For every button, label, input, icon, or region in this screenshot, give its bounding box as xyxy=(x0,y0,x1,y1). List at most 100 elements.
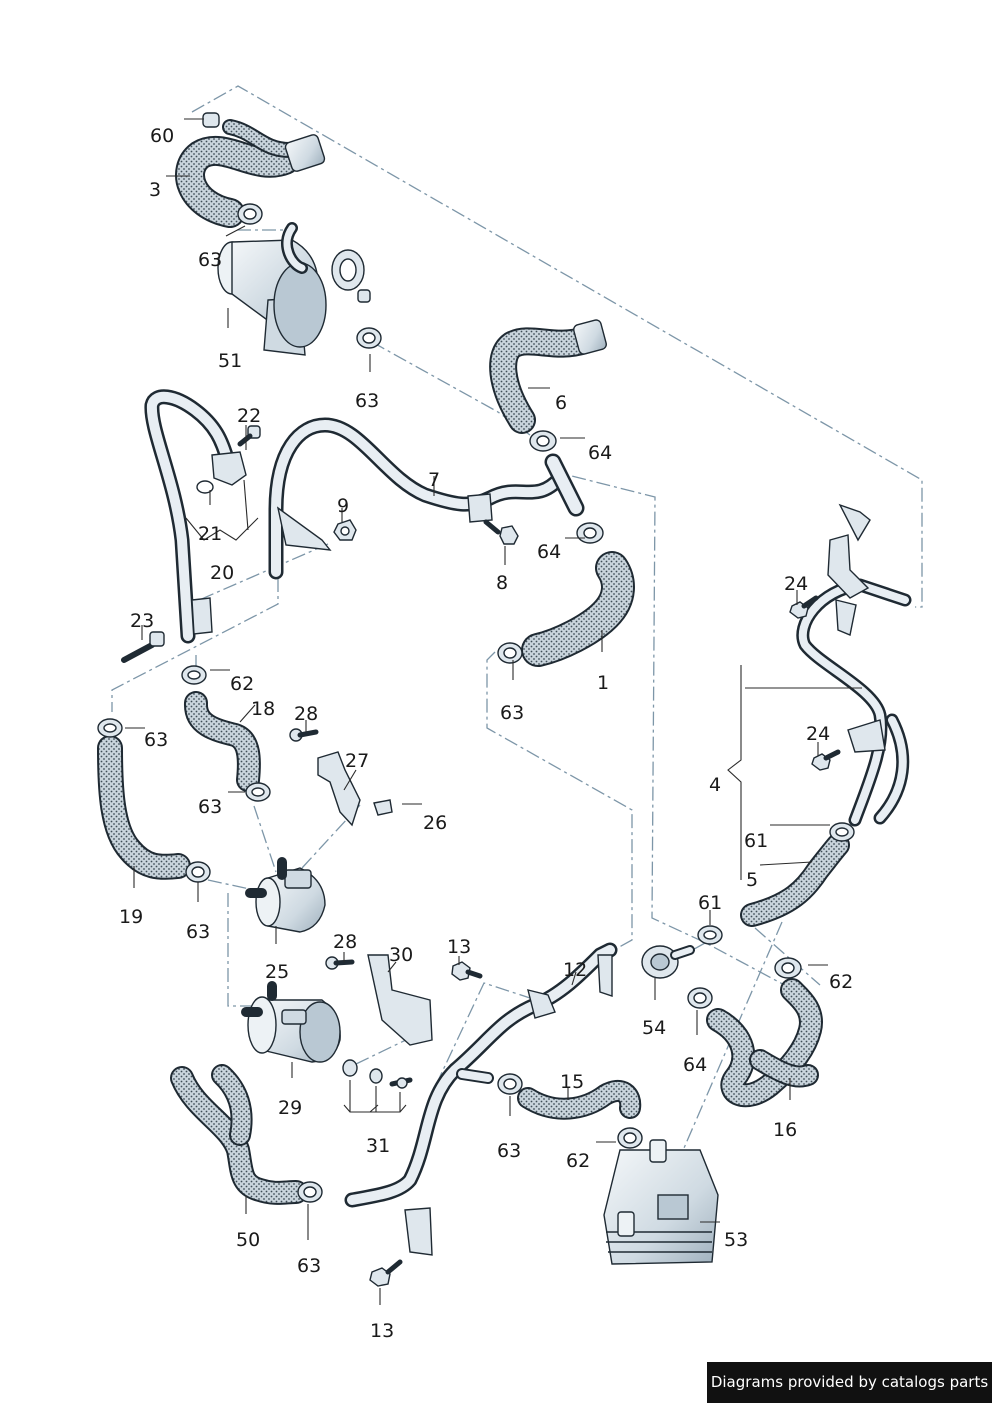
callout-labels: 60 3 63 51 63 6 64 22 7 9 21 20 8 64 23 … xyxy=(119,125,853,1342)
clamp-63-valve[interactable] xyxy=(356,327,382,349)
bolt-24-lower[interactable] xyxy=(811,749,841,771)
bolt-13-lower[interactable] xyxy=(369,1259,403,1287)
bolt-8[interactable] xyxy=(483,519,519,545)
hose-15[interactable] xyxy=(517,1080,642,1120)
callout-24: 24 xyxy=(784,573,808,595)
bolt-28-upper[interactable] xyxy=(289,728,319,742)
clamp-63-hose1[interactable] xyxy=(497,642,523,664)
callout-63: 63 xyxy=(198,249,222,271)
callout-30: 30 xyxy=(389,944,413,966)
callout-15: 15 xyxy=(560,1071,584,1093)
callout-63: 63 xyxy=(144,729,168,751)
callout-9: 9 xyxy=(337,495,349,517)
callout-20: 20 xyxy=(210,562,234,584)
bolt-22[interactable] xyxy=(237,425,261,447)
clamp-61-lower[interactable] xyxy=(697,925,723,945)
callout-64: 64 xyxy=(588,442,612,464)
clamp-60[interactable] xyxy=(202,112,220,128)
clamp-63-hose15[interactable] xyxy=(497,1073,523,1095)
clamp-64-upper[interactable] xyxy=(529,430,557,452)
callout-51: 51 xyxy=(218,350,242,372)
connector-54[interactable] xyxy=(641,945,695,979)
clamp-62-hose16[interactable] xyxy=(774,957,802,979)
clamp-62-cooler[interactable] xyxy=(617,1127,643,1149)
coolant-valve-51[interactable] xyxy=(217,222,371,356)
callout-50: 50 xyxy=(236,1229,260,1251)
callout-61: 61 xyxy=(698,892,722,914)
hose-50[interactable] xyxy=(170,1064,308,1205)
fastener-set-31[interactable] xyxy=(342,1059,413,1089)
pipe-7[interactable] xyxy=(268,417,585,580)
hose-3[interactable] xyxy=(175,119,326,228)
callout-31: 31 xyxy=(366,1135,390,1157)
nut-9[interactable] xyxy=(333,519,357,541)
clamp-63-hose19-top[interactable] xyxy=(97,718,123,738)
callout-64: 64 xyxy=(683,1054,707,1076)
pipe-20[interactable] xyxy=(144,389,247,644)
callout-61: 61 xyxy=(744,830,768,852)
callout-13: 13 xyxy=(370,1320,394,1342)
hose-5[interactable] xyxy=(740,833,850,927)
callout-63: 63 xyxy=(497,1140,521,1162)
callout-64: 64 xyxy=(537,541,561,563)
clamp-64-bottom[interactable] xyxy=(687,987,713,1009)
seal-ring-21[interactable] xyxy=(196,480,214,494)
coolant-pump-25[interactable] xyxy=(245,857,326,933)
callout-3: 3 xyxy=(149,179,161,201)
callout-28: 28 xyxy=(294,703,318,725)
bracket-30[interactable] xyxy=(367,954,433,1046)
nut-26[interactable] xyxy=(373,799,393,816)
callout-63: 63 xyxy=(186,921,210,943)
callout-5: 5 xyxy=(746,869,758,891)
callout-28: 28 xyxy=(333,931,357,953)
clamp-63-hose18[interactable] xyxy=(245,782,271,802)
clamp-64-lower[interactable] xyxy=(576,522,604,544)
clamp-62-upper[interactable] xyxy=(181,665,207,685)
hose-19[interactable] xyxy=(97,735,191,880)
callout-23: 23 xyxy=(130,610,154,632)
callout-63: 63 xyxy=(297,1255,321,1277)
callout-62: 62 xyxy=(230,673,254,695)
clamp-63-hose50[interactable] xyxy=(297,1181,323,1203)
callout-4: 4 xyxy=(709,774,721,796)
clamp-61-upper[interactable] xyxy=(829,822,855,842)
callout-21: 21 xyxy=(198,523,222,545)
oil-cooler-53[interactable] xyxy=(603,1139,719,1265)
callout-12: 12 xyxy=(563,959,587,981)
hose-6[interactable] xyxy=(489,319,607,434)
callout-7: 7 xyxy=(428,469,440,491)
pipe-12[interactable] xyxy=(344,942,618,1256)
callout-63: 63 xyxy=(198,796,222,818)
callout-6: 6 xyxy=(555,392,567,414)
callout-1: 1 xyxy=(597,672,609,694)
callout-60: 60 xyxy=(150,125,174,147)
pipe-4[interactable] xyxy=(796,503,912,827)
callout-63: 63 xyxy=(355,390,379,412)
bolt-28-lower[interactable] xyxy=(325,956,355,970)
callout-63: 63 xyxy=(500,702,524,724)
bolt-24-upper[interactable] xyxy=(789,595,819,619)
callout-62: 62 xyxy=(829,971,853,993)
callout-18: 18 xyxy=(251,698,275,720)
callout-19: 19 xyxy=(119,906,143,928)
hose-16[interactable] xyxy=(706,978,823,1108)
callout-8: 8 xyxy=(496,572,508,594)
bolt-13-upper[interactable] xyxy=(451,961,483,981)
coolant-pump-29[interactable] xyxy=(241,981,341,1063)
bolt-23[interactable] xyxy=(121,631,165,663)
clamp-63-hose19-bottom[interactable] xyxy=(185,861,211,883)
callout-54: 54 xyxy=(642,1017,666,1039)
callout-29: 29 xyxy=(278,1097,302,1119)
bracket-27[interactable] xyxy=(317,751,361,827)
callout-26: 26 xyxy=(423,812,447,834)
hose-1[interactable] xyxy=(521,551,635,667)
callout-24: 24 xyxy=(806,723,830,745)
hose-18[interactable] xyxy=(184,691,261,792)
callout-22: 22 xyxy=(237,405,261,427)
clamp-63-upper[interactable] xyxy=(237,203,263,225)
callout-27: 27 xyxy=(345,750,369,772)
credit-banner: Diagrams provided by catalogs parts xyxy=(707,1362,992,1403)
callout-62: 62 xyxy=(566,1150,590,1172)
callout-13: 13 xyxy=(447,936,471,958)
